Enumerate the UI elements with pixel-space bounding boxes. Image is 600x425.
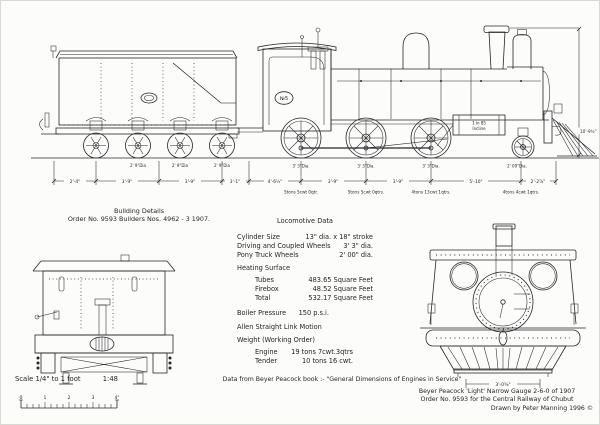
scale-ruler: 0 1 2 3 4" xyxy=(19,395,120,409)
row-value: 532.17 Square Feet xyxy=(308,294,373,302)
table-row: Driving and Coupled Wheels 3' 3" dia. xyxy=(237,242,373,251)
safety-valve xyxy=(300,27,329,70)
tender-wheel-dia-label: 2' 9"Dia xyxy=(172,163,188,168)
ruler-number: 0 xyxy=(20,395,23,401)
row-value: 483.65 Square Feet xyxy=(308,276,373,284)
chimney xyxy=(483,25,510,70)
building-details: Building Details Order No. 9593 Builders… xyxy=(39,207,239,223)
steam-dome xyxy=(402,32,430,69)
scale-text: Scale 1/4" to 1 foot xyxy=(15,375,81,383)
tender-wheel-dia-label: 2' 9"Dia xyxy=(214,163,230,168)
table-row: Tender 10 tons 16 cwt. xyxy=(237,357,373,366)
driver-dia-label: 3' 3"Dia. xyxy=(357,164,374,169)
motion-row: Allen Straight Link Motion xyxy=(237,323,373,332)
axle-weight-label: 5tons 5cwt 0qtrs. xyxy=(348,190,385,195)
sand-dome xyxy=(512,29,532,69)
scale-ratio: 1:48 xyxy=(102,375,118,383)
row-value: 10 tons 16 cwt. xyxy=(301,357,353,365)
building-details-order: Order No. 9593 Builders Nos. 4962 - 3 19… xyxy=(67,215,211,223)
driver-dia-label: 3' 3"Dia. xyxy=(292,164,309,169)
row-label: Driving and Coupled Wheels xyxy=(237,242,331,250)
front-width-dimension: 3'-0⅝" xyxy=(465,379,541,388)
caption-order: Order No. 9593 for the Central Railway o… xyxy=(420,396,574,403)
table-row: Tubes 483.65 Square Feet xyxy=(237,276,373,285)
row-label: Tender xyxy=(255,357,278,365)
dim-label: 4'-6½" xyxy=(268,178,283,185)
cab-number-plate: №5 xyxy=(280,96,288,102)
table-row: Cylinder Size 13" dia. x 18" stroke xyxy=(237,233,373,242)
dimension-annotations: 2'-4" 3'-9" 3'-9" 3'-1" 4'-6½" 3'-9" 3'-… xyxy=(31,26,599,195)
caption-title: Beyer Peacock 'Light' Narrow Gauge 2-6-0… xyxy=(418,388,576,395)
tender-side xyxy=(39,45,240,159)
height-dim-label: 10'-9½" xyxy=(580,129,597,134)
table-row: Pony Truck Wheels 2' 00" dia. xyxy=(237,251,373,260)
front-width-dim-label: 3'-0⅝" xyxy=(495,382,510,388)
row-value: 3' 3" dia. xyxy=(343,242,373,250)
copyright-mark: © xyxy=(586,405,593,412)
heating-surface-heading: Heating Surface xyxy=(237,264,373,273)
incline-note: 1 in 85 xyxy=(472,121,486,126)
tender-wheels xyxy=(83,132,235,159)
tender-wheel-dia-label: 2' 9"Dia xyxy=(130,163,146,168)
locomotive-data-table: Locomotive Data Cylinder Size 13" dia. x… xyxy=(237,217,373,366)
row-value: 2' 00" dia. xyxy=(339,251,373,259)
caption-credit: Drawn by Peter Manning 1996 © xyxy=(397,405,597,413)
front-view-drawing: 3'-0⅝" xyxy=(420,223,586,388)
dim-label: 3'-1" xyxy=(230,179,240,185)
scale-note: Scale 1/4" to 1 foot 1:48 xyxy=(15,375,118,383)
row-value: 48.52 Square Feet xyxy=(312,285,373,293)
boiler-pressure-row: Boiler Pressure 150 p.s.i. xyxy=(237,309,373,318)
row-label: Firebox xyxy=(255,285,279,293)
row-label: Cylinder Size xyxy=(237,233,280,241)
dim-label: 2'-4" xyxy=(70,179,80,185)
table-row: Total 532.17 Square Feet xyxy=(237,294,373,303)
engine-side: №5 xyxy=(237,25,597,159)
ruler-number: 2 xyxy=(68,395,71,401)
pony-wheel xyxy=(511,127,535,159)
driver-dia-label: 3' 3"Dia. xyxy=(422,164,439,169)
driving-wheels xyxy=(280,117,452,159)
section-label: Weight (Working Order) xyxy=(237,336,315,344)
row-label: Pony Truck Wheels xyxy=(237,251,299,259)
section-label: Allen Straight Link Motion xyxy=(237,323,322,331)
dim-label: 2'-2⅞" xyxy=(531,179,546,185)
axle-weight-label: 4tons 4cwt 1qtrs. xyxy=(503,190,540,195)
table-row: Firebox 48.52 Square Feet xyxy=(237,285,373,294)
ruler-number: 1 xyxy=(44,395,47,401)
dim-label: 5'-10" xyxy=(469,179,482,185)
section-label: Heating Surface xyxy=(237,264,291,272)
dim-label: 3'-9" xyxy=(185,179,195,185)
row-label: Total xyxy=(255,294,271,302)
row-value: 19 tons 7cwt.3qtrs xyxy=(291,348,353,356)
building-details-title: Building Details xyxy=(113,207,165,215)
row-label: Engine xyxy=(255,348,278,356)
side-elevation-drawing: №5 xyxy=(31,25,599,195)
weight-heading: Weight (Working Order) xyxy=(237,336,373,345)
drawing-caption: Beyer Peacock 'Light' Narrow Gauge 2-6-0… xyxy=(397,388,597,413)
ruler-number: 4" xyxy=(114,395,119,401)
dim-label: 3'-9" xyxy=(122,179,132,185)
pony-dia-label: 2' 00"Dia. xyxy=(507,164,527,169)
ruler-number: 3 xyxy=(92,395,95,401)
row-value: 150 p.s.i. xyxy=(298,309,329,317)
cylinder: 1 in 85 Incline xyxy=(452,114,506,136)
row-value: 13" dia. x 18" stroke xyxy=(305,233,373,241)
table-row: Engine 19 tons 7cwt.3qtrs xyxy=(237,348,373,357)
row-label: Tubes xyxy=(255,276,274,284)
axle-weight-label: 5tons 5cwt 0qtr. xyxy=(284,190,318,195)
tender-end-view-drawing xyxy=(32,254,176,385)
axle-weight-label: 4tons 13cwt 1qtrs. xyxy=(411,190,450,195)
locomotive-data-title: Locomotive Data xyxy=(277,217,333,225)
credit-text: Drawn by Peter Manning 1996 xyxy=(490,405,585,412)
dim-label: 3'-9" xyxy=(328,179,338,185)
incline-note-2: Incline xyxy=(472,126,486,131)
data-source-note: Data from Beyer Peacock book :- "General… xyxy=(222,376,462,383)
dim-label: 3'-9" xyxy=(393,179,403,185)
row-label: Boiler Pressure xyxy=(237,309,287,317)
